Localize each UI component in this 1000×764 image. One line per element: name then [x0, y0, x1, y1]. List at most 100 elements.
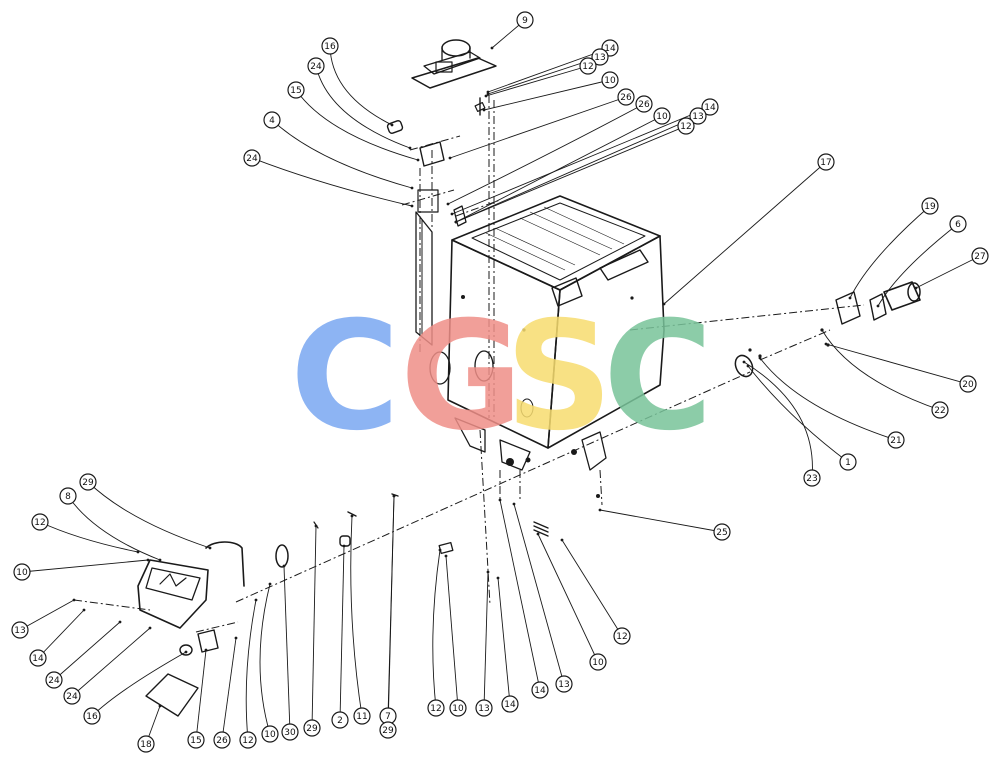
callout-bubble: 24 — [63, 687, 81, 705]
callout-bubble: 10 — [601, 71, 619, 89]
cabinet-assembly — [415, 195, 665, 471]
handle-29 — [205, 541, 245, 587]
leader-tip — [758, 356, 762, 360]
callout-bubble: 22 — [931, 401, 949, 419]
callout-label: 25 — [716, 528, 727, 538]
callout-label: 24 — [66, 692, 78, 702]
leader-tip — [486, 570, 490, 574]
callout-bubble: 10 — [13, 563, 31, 581]
leader-line — [483, 571, 489, 709]
callout-label: 1 — [845, 458, 851, 468]
callout-bubble: 12 — [31, 513, 49, 531]
front-port-left — [429, 351, 451, 385]
callout-label: 4 — [269, 116, 275, 126]
callout-label: 29 — [82, 478, 94, 488]
bracket-lower-10 — [438, 541, 454, 555]
disc-30 — [275, 544, 289, 568]
pin-11 — [347, 511, 357, 517]
leader-tip — [486, 90, 490, 94]
leader-tip — [512, 502, 516, 506]
leader-line — [497, 577, 511, 705]
callout-circle — [353, 707, 371, 725]
callout-label: 22 — [934, 406, 945, 416]
callout-circle — [516, 11, 534, 29]
callout-label: 14 — [534, 686, 546, 696]
leader-line — [499, 499, 541, 691]
leader-line — [259, 583, 271, 735]
leader-line — [877, 223, 959, 307]
leader-tip — [136, 550, 140, 554]
callout-bubble: 8 — [59, 487, 77, 505]
leader-line — [445, 555, 459, 709]
callout-bubble: 26 — [635, 95, 653, 113]
leader-line — [67, 495, 161, 561]
callout-label: 26 — [216, 736, 228, 746]
callout-circle — [959, 375, 977, 393]
leader-tip — [342, 544, 346, 548]
callout-label: 10 — [264, 730, 276, 740]
latch-front — [551, 277, 583, 307]
callout-circle — [281, 723, 299, 741]
latch-right — [599, 249, 649, 281]
leader-line — [19, 599, 75, 631]
callout-label: 18 — [140, 740, 152, 750]
callout-label: 17 — [820, 158, 831, 168]
leader-tip — [158, 704, 162, 708]
leader-tip — [314, 524, 318, 528]
leader-line — [513, 503, 565, 685]
callout-circle — [971, 247, 989, 265]
callout-circle — [501, 695, 519, 713]
callout-circle — [331, 711, 349, 729]
callout-circle — [701, 98, 719, 116]
callout-label: 24 — [310, 62, 322, 72]
callout-bubble: 16 — [321, 37, 339, 55]
leader-line — [663, 161, 827, 305]
callout-bubble: 19 — [921, 197, 939, 215]
bracket-15b — [197, 629, 219, 653]
callout-bubble: 12 — [677, 117, 695, 135]
callout-bubble: 26 — [617, 88, 635, 106]
callout-bubble: 24 — [45, 671, 63, 689]
callout-label: 16 — [86, 712, 98, 722]
callout-bubble: 13 — [555, 675, 573, 693]
callout-bubble: 14 — [701, 98, 719, 116]
leader-line — [295, 89, 419, 161]
filter-pad-18 — [145, 673, 199, 717]
callout-label: 13 — [594, 53, 605, 63]
callout-bubble: 11 — [353, 707, 371, 725]
leader-tip — [416, 158, 420, 162]
leader-line — [743, 361, 813, 479]
leader-tip — [146, 558, 150, 562]
callout-circle — [29, 649, 47, 667]
callout-circle — [137, 735, 155, 753]
callout-bubble: 29 — [379, 721, 397, 739]
callout-circle — [239, 731, 257, 749]
callout-circle — [921, 197, 939, 215]
callout-circle — [45, 671, 63, 689]
callout-circle — [213, 731, 231, 749]
leader-tip — [282, 564, 286, 568]
callout-label: 10 — [604, 76, 616, 86]
callout-label: 26 — [620, 93, 632, 103]
leader-line — [311, 525, 317, 729]
watermark-letter-4: C — [603, 290, 713, 464]
watermark-logo: C G S C — [290, 290, 713, 464]
callout-circle — [617, 88, 635, 106]
leader-line — [195, 649, 207, 741]
callout-bubble: 12 — [427, 699, 445, 717]
callout-circle — [589, 653, 607, 671]
callout-bubble: 14 — [531, 681, 549, 699]
callout-label: 29 — [306, 724, 318, 734]
leader-tip — [490, 46, 494, 50]
lower-hardware — [275, 493, 600, 568]
callout-circle — [263, 111, 281, 129]
leader-line — [599, 509, 723, 533]
grommet-16b — [179, 644, 193, 656]
leader-tip — [848, 296, 852, 300]
leader-tip — [482, 108, 486, 112]
callout-bubble: 10 — [261, 725, 279, 743]
leader-line — [455, 125, 687, 223]
leader-lines — [19, 19, 981, 745]
